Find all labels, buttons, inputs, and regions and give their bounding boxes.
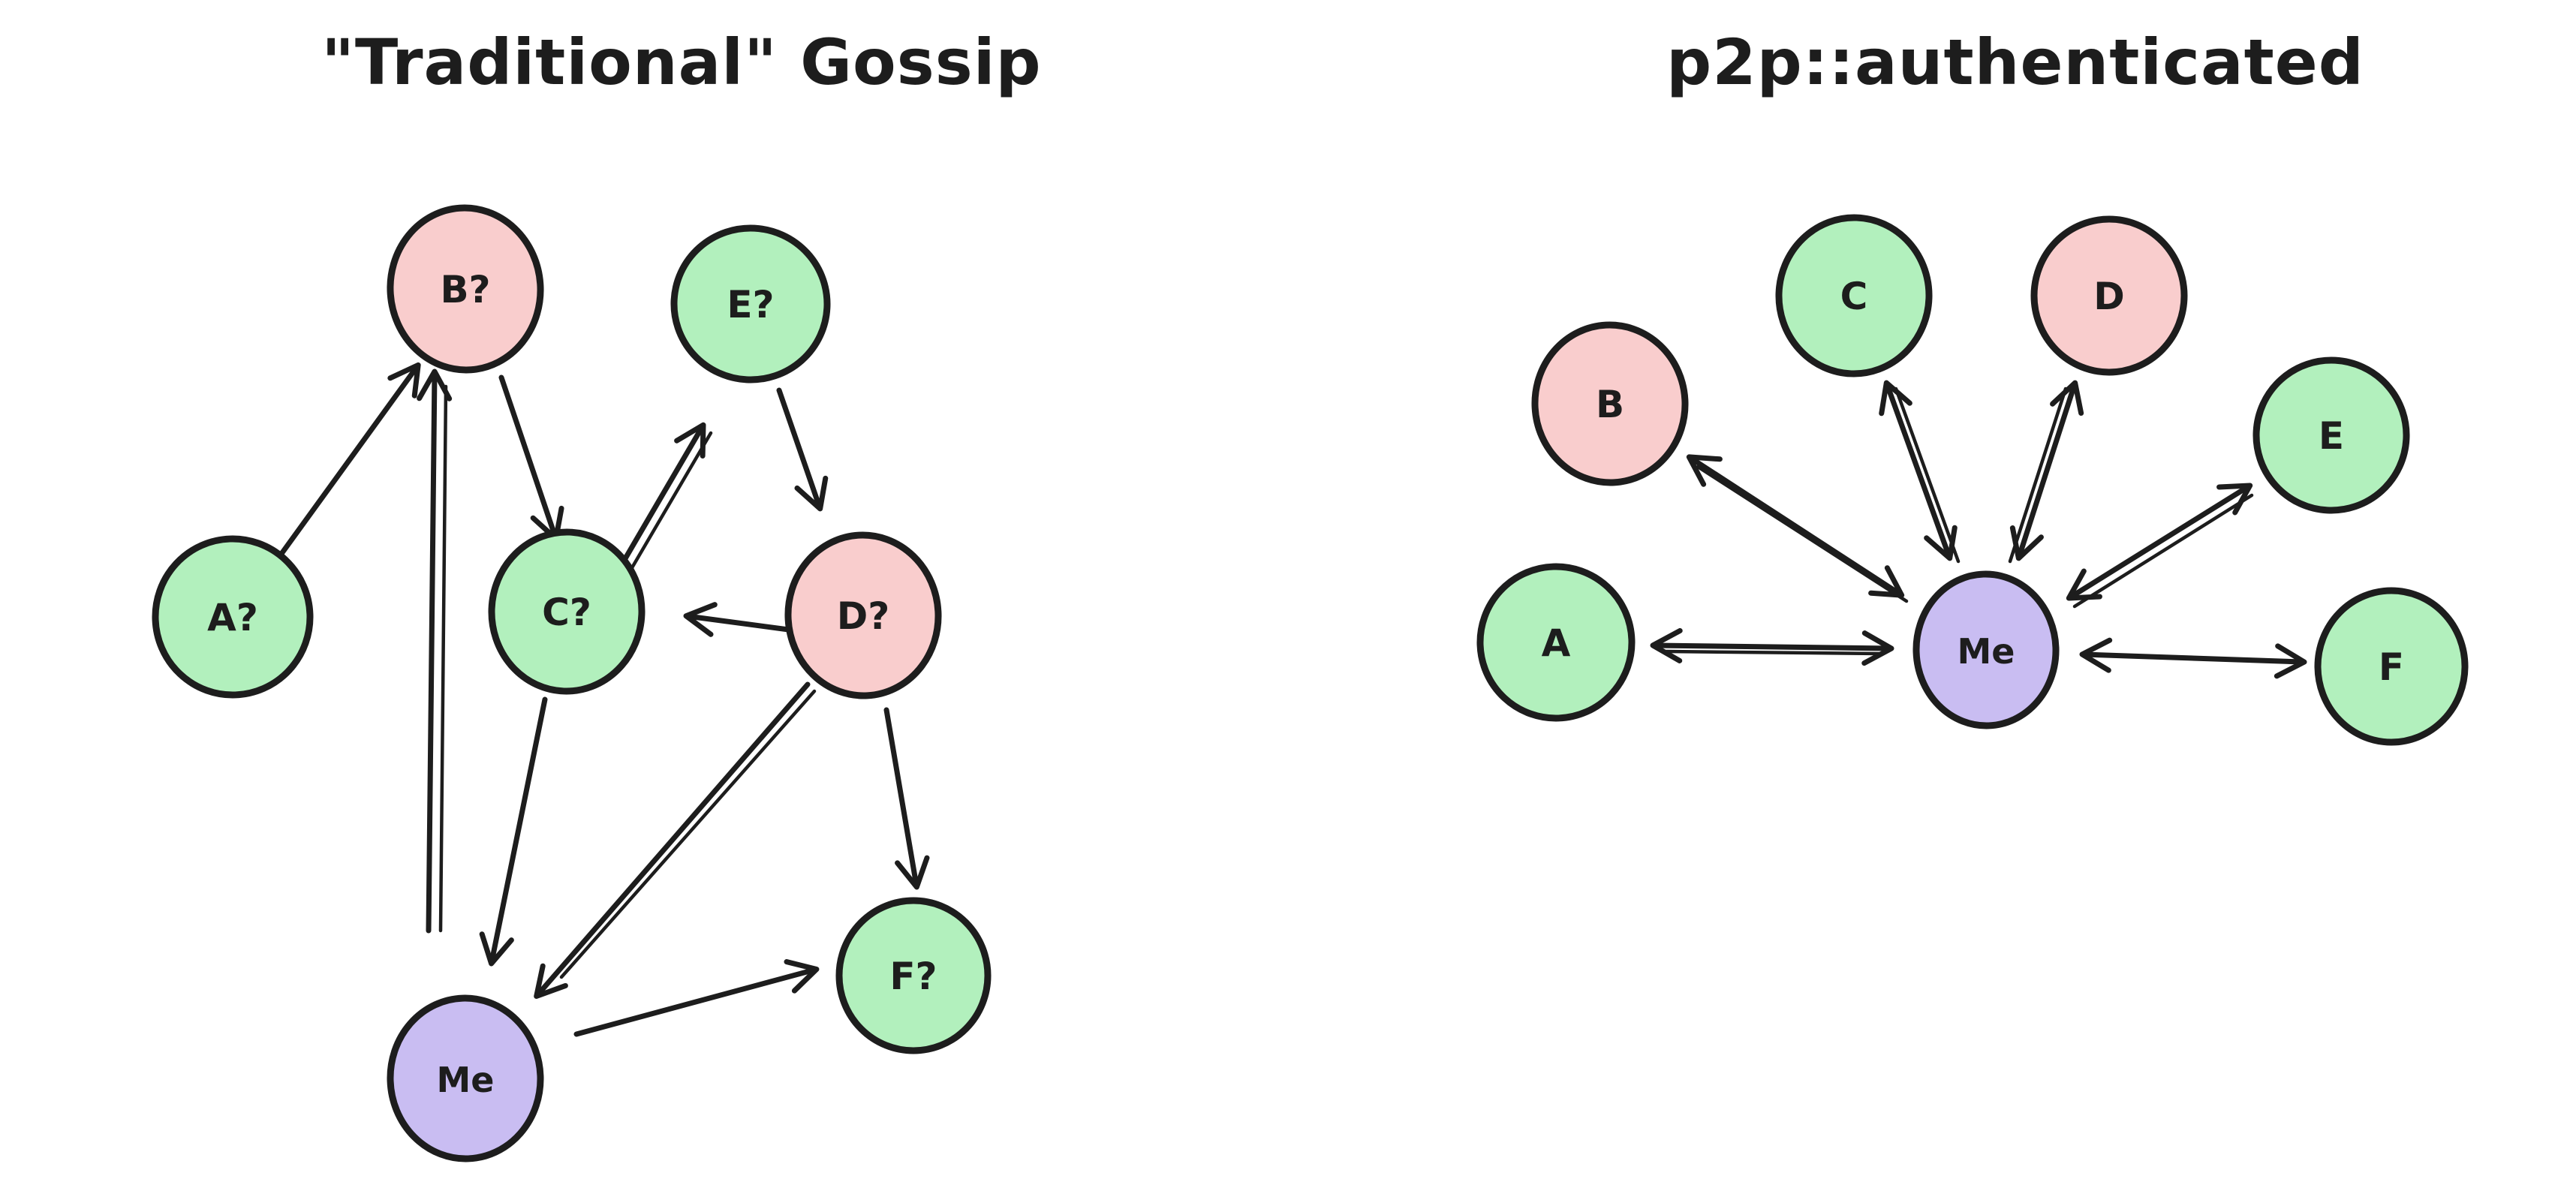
edge-d-to-me-overdraw — [559, 689, 817, 979]
edge-me-b-overdraw — [1696, 465, 1909, 603]
node-e-label: E — [2319, 414, 2344, 458]
node-a-questioned: A? — [152, 535, 314, 699]
node-b-circle — [1531, 321, 1689, 486]
edge-c-to-e — [611, 422, 706, 581]
node-d-circle — [784, 531, 942, 699]
diagram-p2p-authenticated: p2p::authenticated A B C — [1476, 26, 2469, 746]
node-e-label: E? — [727, 283, 774, 326]
edge-me-c-overdraw — [1894, 386, 1961, 564]
node-b-authenticated: B — [1531, 321, 1689, 486]
node-c-label: C? — [542, 591, 591, 634]
edge-me-c-bidirectional — [1879, 380, 1958, 561]
edge-me-to-f — [573, 959, 820, 1037]
edge-me-d-overdraw — [2008, 386, 2068, 564]
node-c-authenticated: C — [1775, 214, 1933, 377]
node-c-circle — [488, 528, 646, 695]
edge-me-a-bidirectional — [1650, 627, 1894, 666]
edge-me-e-bidirectional — [2066, 483, 2253, 601]
node-e-circle — [2252, 356, 2410, 514]
edges-p2p-authenticated — [1650, 380, 2307, 679]
node-f-circle — [835, 897, 992, 1054]
node-me-right: Me — [1912, 570, 2060, 729]
node-c-circle — [1775, 214, 1933, 377]
edge-e-to-d — [776, 387, 829, 512]
node-f-authenticated: F — [2314, 587, 2469, 746]
node-d-authenticated: D — [2030, 215, 2188, 376]
node-f-label: F — [2379, 645, 2404, 689]
edge-me-to-b — [417, 368, 453, 934]
node-e-circle — [670, 224, 831, 383]
node-me-label: Me — [437, 1060, 495, 1100]
edge-me-f-bidirectional — [2079, 637, 2307, 679]
diagram-title-traditional-gossip: "Traditional" Gossip — [321, 26, 1041, 99]
node-me-left: Me — [387, 994, 544, 1162]
node-a-circle — [152, 535, 314, 699]
node-d-questioned: D? — [784, 531, 942, 699]
edge-me-e-overdraw — [2072, 493, 2254, 609]
edge-d-to-c — [683, 602, 797, 637]
node-me-label: Me — [1958, 631, 2015, 672]
edges-traditional-gossip — [276, 362, 930, 1037]
node-a-authenticated: A — [1476, 563, 1636, 722]
node-b-questioned: B? — [387, 204, 544, 374]
edge-me-a-overdraw — [1664, 649, 1882, 656]
node-d-label: D? — [837, 594, 890, 638]
edge-me-d-bidirectional — [2009, 380, 2084, 561]
edge-b-to-c — [498, 374, 564, 542]
node-me-circle — [1912, 570, 2060, 729]
edge-d-to-me — [534, 681, 811, 1000]
diagram-title-p2p-authenticated: p2p::authenticated — [1666, 26, 2364, 99]
node-f-questioned: F? — [835, 897, 992, 1054]
edge-me-to-b-overdraw — [438, 384, 448, 933]
node-b-label: B — [1596, 383, 1624, 426]
edge-me-b-bidirectional — [1686, 454, 1905, 598]
node-b-label: B? — [440, 268, 490, 311]
node-a-label: A — [1542, 621, 1571, 665]
node-a-circle — [1476, 563, 1636, 722]
edge-a-to-b — [276, 362, 421, 560]
node-c-label: C — [1840, 275, 1868, 318]
edge-d-to-f — [883, 707, 930, 890]
node-a-label: A? — [207, 596, 258, 639]
node-c-questioned: C? — [488, 528, 646, 695]
diagram-traditional-gossip: "Traditional" Gossip A? B? — [152, 26, 1041, 1162]
node-f-label: F? — [889, 955, 937, 998]
node-e-authenticated: E — [2252, 356, 2410, 514]
node-f-circle — [2314, 587, 2469, 746]
node-d-label: D — [2093, 275, 2125, 318]
node-me-circle — [387, 994, 544, 1162]
node-b-circle — [387, 204, 544, 374]
node-d-circle — [2030, 215, 2188, 376]
edge-c-to-me — [479, 696, 548, 967]
node-e-questioned: E? — [670, 224, 831, 383]
edge-c-to-e-overdraw — [621, 431, 713, 585]
